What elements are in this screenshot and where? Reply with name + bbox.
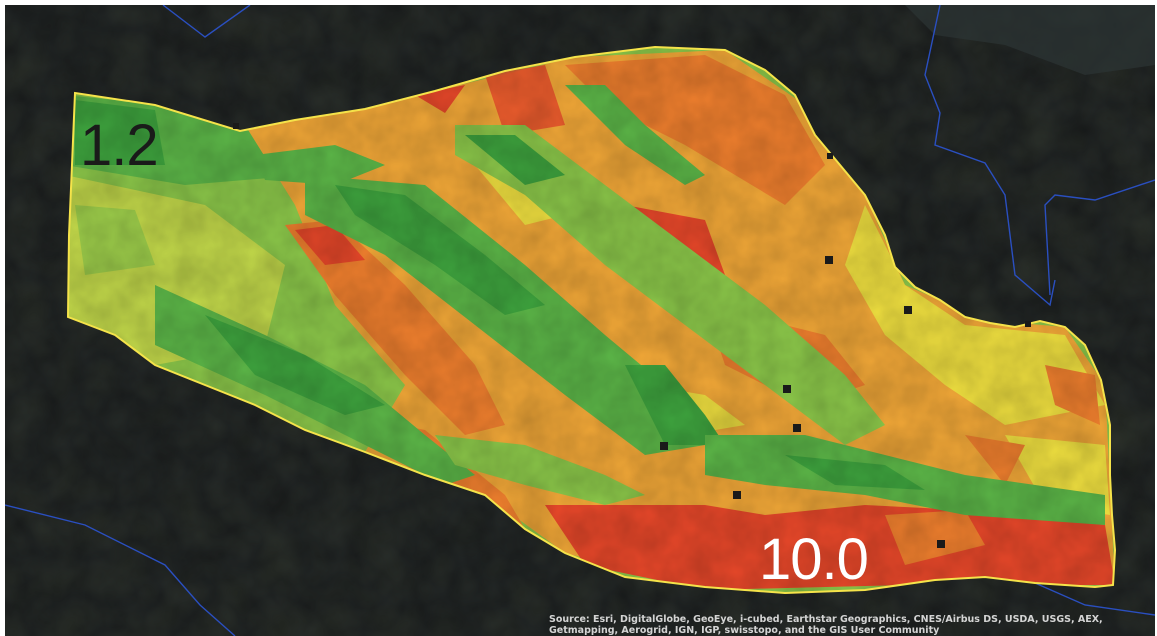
map-view[interactable]: 1.2 10.0 Source: Esri, DigitalGlobe, Geo… xyxy=(5,5,1155,636)
map-canvas xyxy=(5,5,1155,636)
sample-points xyxy=(233,123,1031,548)
map-attribution: Source: Esri, DigitalGlobe, GeoEye, i-cu… xyxy=(549,614,1103,636)
parcel-grid-lines xyxy=(5,5,1155,636)
min-value-label: 1.2 xyxy=(80,113,159,178)
field-boundary xyxy=(66,45,1117,595)
max-value-label: 10.0 xyxy=(759,527,869,592)
